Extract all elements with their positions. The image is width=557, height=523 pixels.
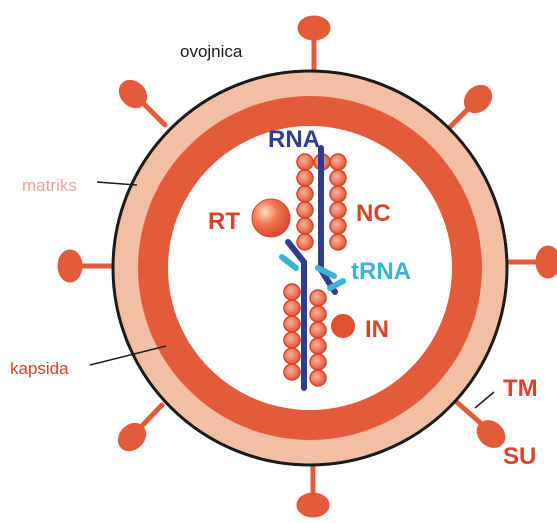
spike-top: [300, 18, 328, 72]
in-enzyme: [331, 314, 355, 338]
spike-left: [60, 252, 112, 280]
spike-bottom: [299, 463, 327, 515]
label-matrix: matriks: [22, 176, 77, 195]
spike-bottom-left: [116, 405, 162, 453]
label-in: IN: [365, 316, 389, 343]
label-tm: TM: [503, 375, 538, 402]
spike-bottom-right: [452, 398, 507, 450]
label-nc: NC: [356, 200, 391, 227]
label-rna: RNA: [268, 126, 320, 153]
rt-enzyme: [252, 199, 290, 237]
spike-top-right: [445, 83, 494, 132]
spike-top-left: [117, 78, 165, 125]
label-su: SU: [503, 443, 536, 470]
label-rt: RT: [208, 208, 240, 235]
label-trna: tRNA: [351, 258, 411, 285]
label-capsid: kapsida: [10, 359, 69, 378]
spike-right: [505, 248, 557, 276]
label-envelope: ovojnica: [180, 42, 243, 61]
